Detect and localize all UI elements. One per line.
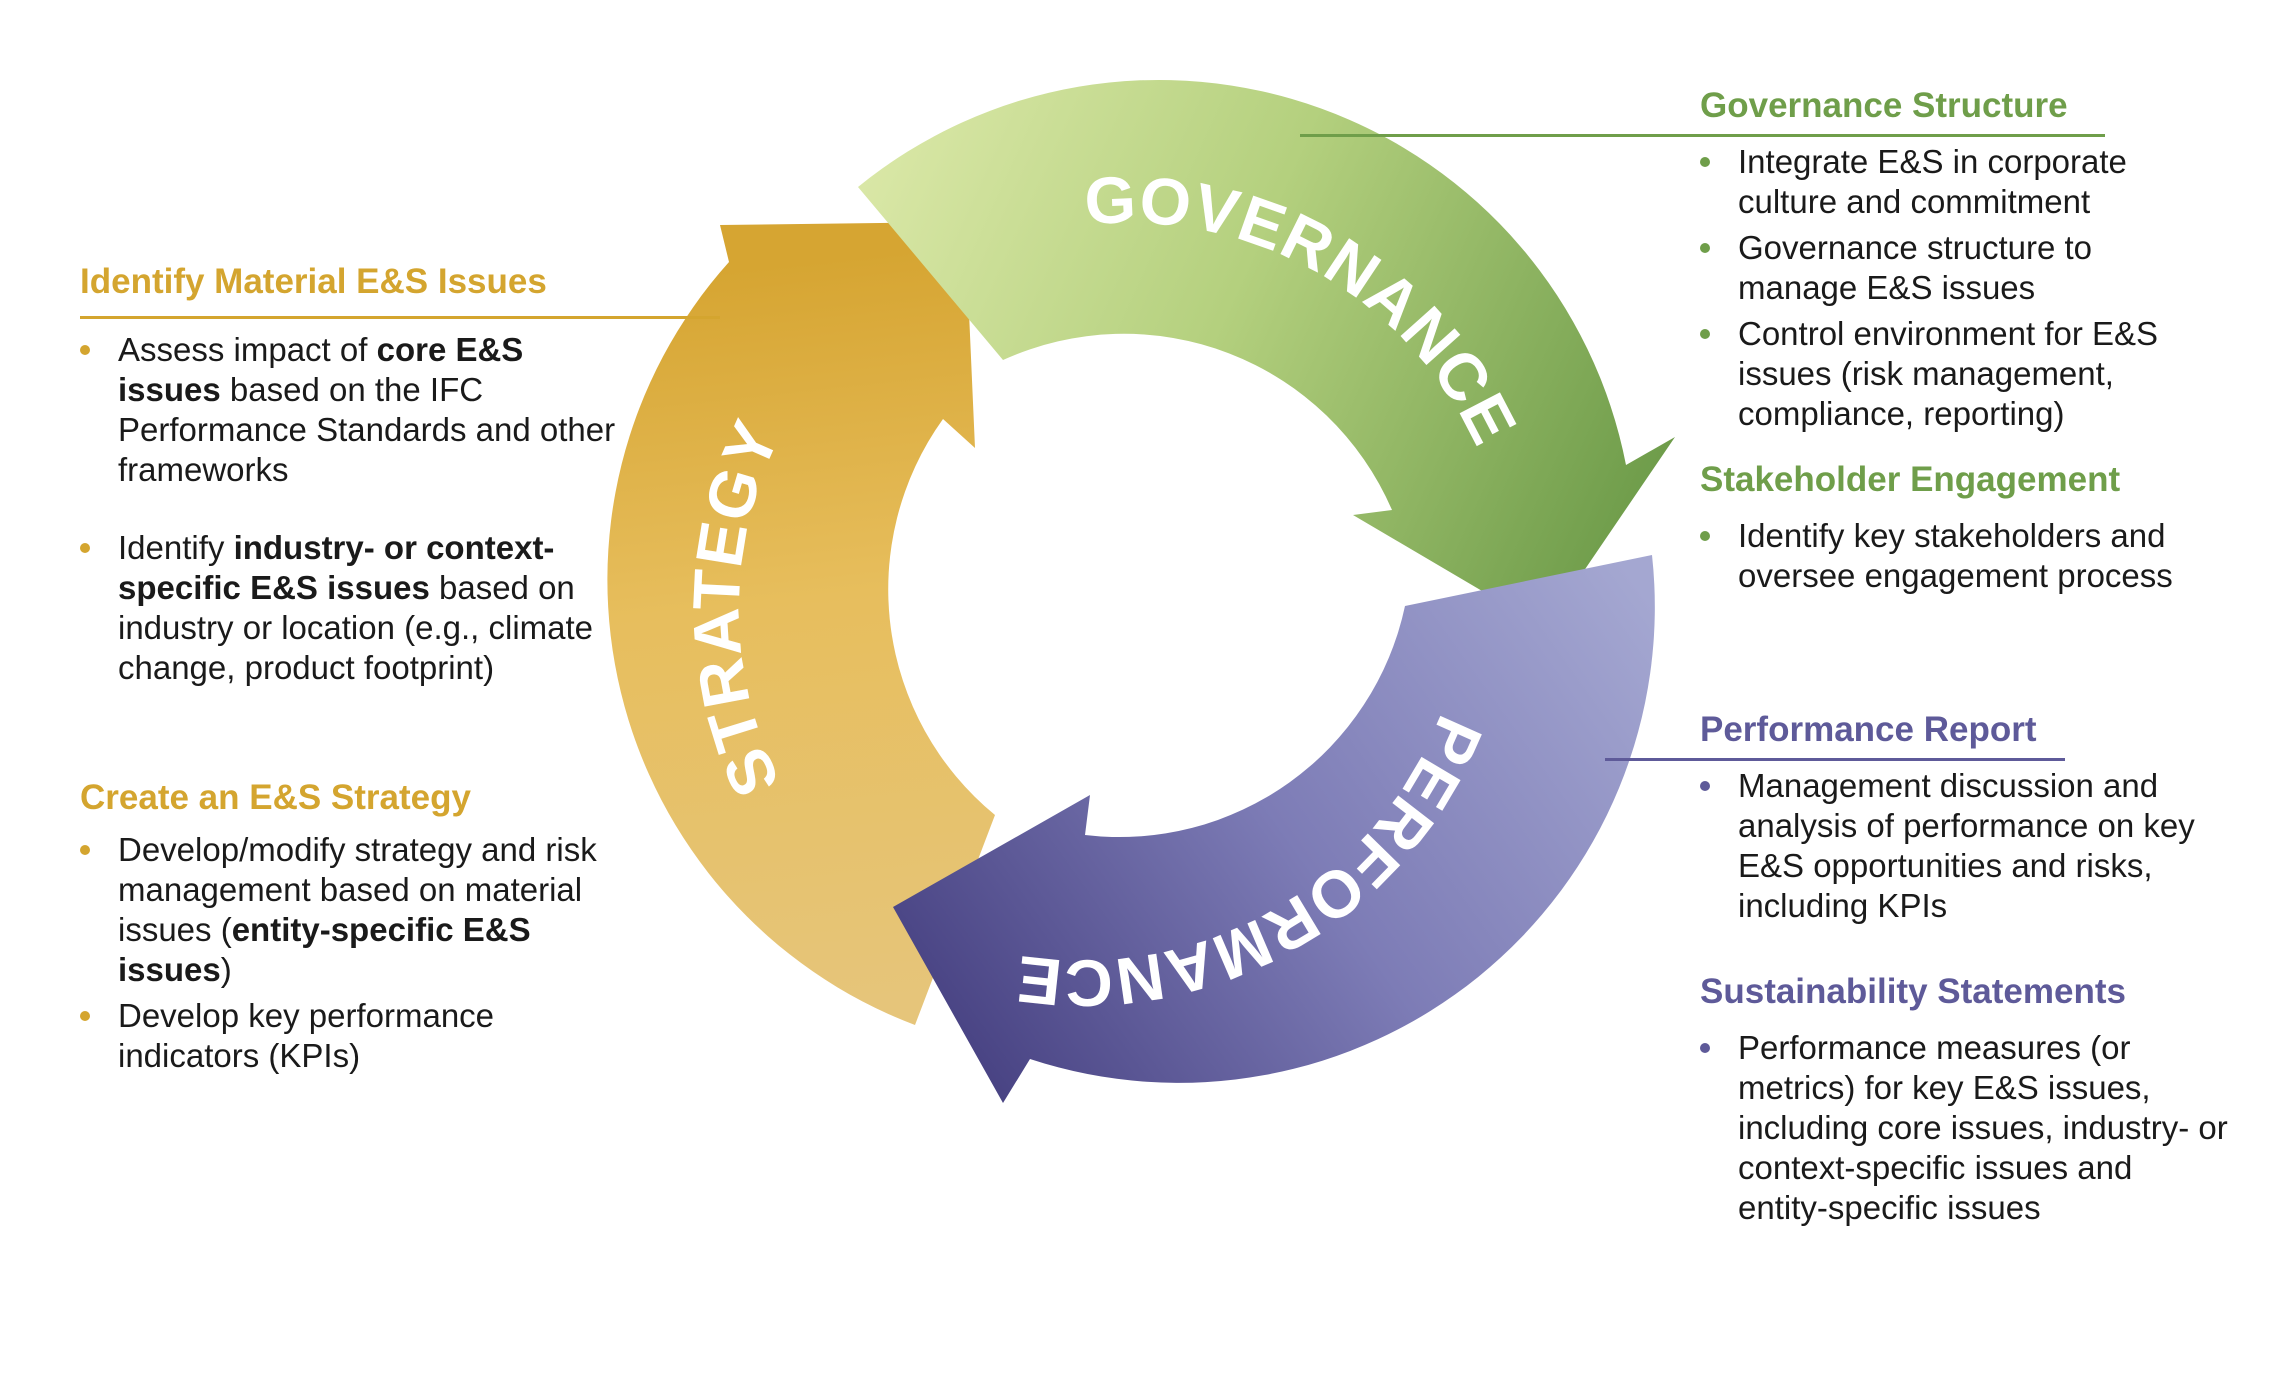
- performance-report-rule: [1605, 758, 2065, 761]
- performance-arrow: [893, 555, 1655, 1103]
- stakeholder-list: Identify key stakeholders and oversee en…: [1700, 516, 2240, 596]
- governance-structure-list: Integrate E&S in corporate culture and c…: [1700, 142, 2220, 434]
- sustainability-heading: Sustainability Statements: [1700, 972, 2126, 1011]
- identify-issues-list: Assess impact of core E&S issues based o…: [80, 330, 620, 688]
- stakeholder-heading: Stakeholder Engagement: [1700, 460, 2121, 499]
- list-item: Governance structure to manage E&S issue…: [1700, 228, 2220, 308]
- performance-report-list: Management discussion and analysis of pe…: [1700, 766, 2260, 926]
- list-item: Control environment for E&S issues (risk…: [1700, 314, 2220, 434]
- list-item: Integrate E&S in corporate culture and c…: [1700, 142, 2220, 222]
- performance-report-heading: Performance Report: [1700, 710, 2037, 749]
- governance-structure-rule: [1300, 134, 2105, 137]
- strategy-arrow: [607, 222, 995, 1025]
- create-strategy-heading: Create an E&S Strategy: [80, 778, 471, 817]
- list-item: Assess impact of core E&S issues based o…: [80, 330, 620, 490]
- governance-arrow: [858, 79, 1675, 629]
- sustainability-list: Performance measures (or metrics) for ke…: [1700, 1028, 2230, 1228]
- identify-issues-heading: Identify Material E&S Issues: [80, 262, 547, 301]
- identify-issues-rule: [80, 316, 720, 319]
- governance-structure-heading: Governance Structure: [1700, 86, 2068, 125]
- list-item: Identify industry- or context-specific E…: [80, 528, 620, 688]
- create-strategy-list: Develop/modify strategy and risk managem…: [80, 830, 640, 1076]
- list-item: Identify key stakeholders and oversee en…: [1700, 516, 2240, 596]
- list-item: Management discussion and analysis of pe…: [1700, 766, 2260, 926]
- list-item: Develop key performance indicators (KPIs…: [80, 996, 640, 1076]
- list-item: Develop/modify strategy and risk managem…: [80, 830, 640, 990]
- list-item: Performance measures (or metrics) for ke…: [1700, 1028, 2230, 1228]
